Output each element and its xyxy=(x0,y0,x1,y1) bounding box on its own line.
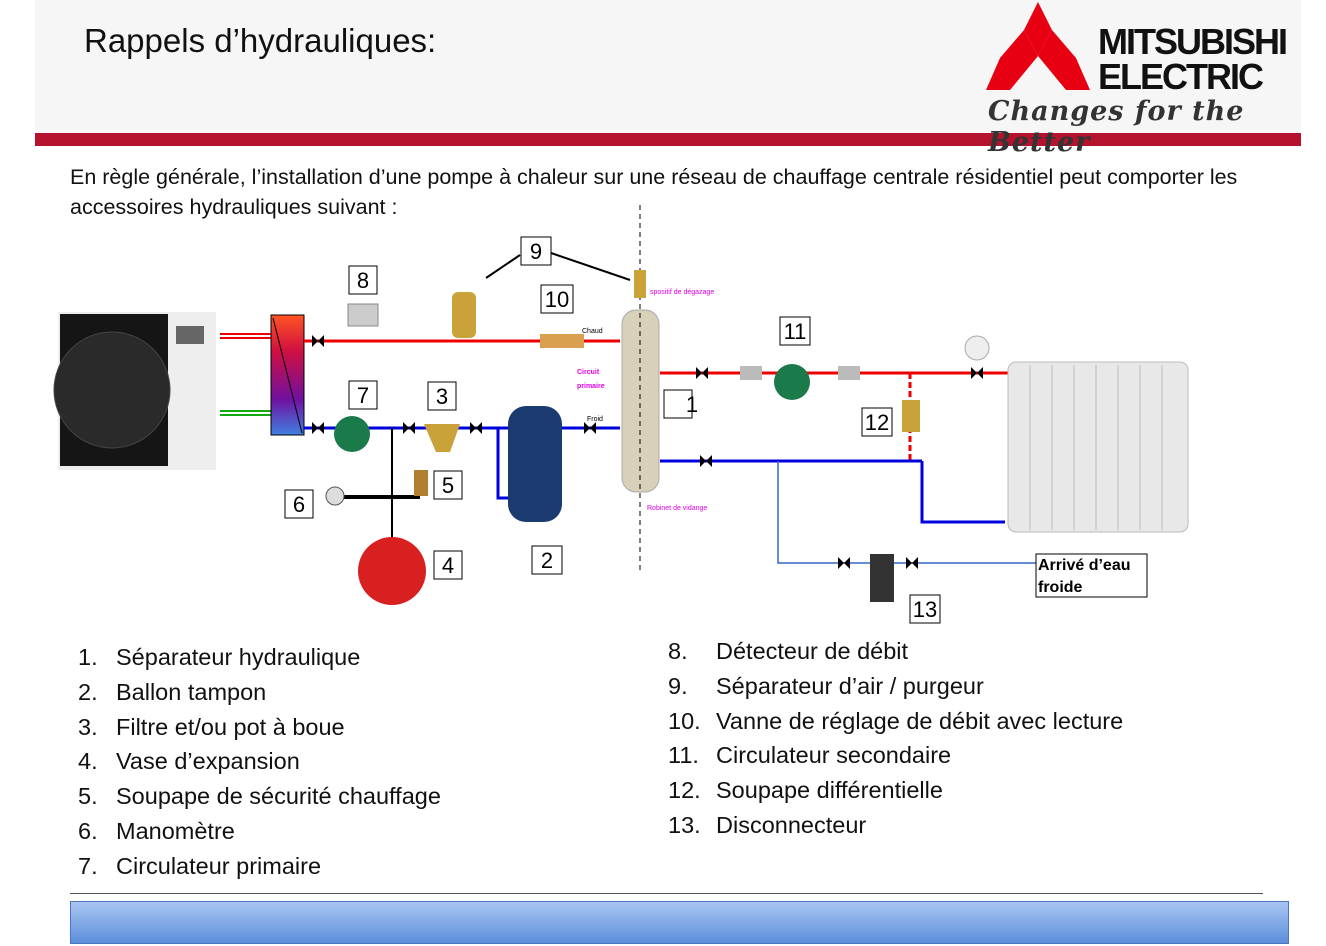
air-separator-icon xyxy=(452,292,476,338)
svg-text:Arrivé d’eau: Arrivé d’eau xyxy=(1038,557,1130,574)
svg-text:2: 2 xyxy=(541,548,553,573)
flow-valve-icon xyxy=(540,334,584,348)
manometer-icon xyxy=(325,486,345,506)
svg-text:Circuit: Circuit xyxy=(577,369,600,376)
list-item: 11.Circulateur secondaire xyxy=(668,742,952,769)
list-item: 3.Filtre et/ou pot à boue xyxy=(78,713,345,740)
secondary-circulator-icon xyxy=(774,364,810,400)
header-divider xyxy=(35,133,1301,146)
svg-text:6: 6 xyxy=(293,492,305,517)
svg-text:5: 5 xyxy=(442,473,454,498)
svg-text:3: 3 xyxy=(436,384,448,409)
svg-text:10: 10 xyxy=(545,287,569,312)
safety-valve-icon xyxy=(414,470,428,496)
svg-text:4: 4 xyxy=(442,553,454,578)
thermostatic-head-icon xyxy=(964,335,990,361)
list-item: 6.Manomètre xyxy=(78,817,235,844)
legend-left: 1.Séparateur hydraulique 2.Ballon tampon… xyxy=(78,644,441,888)
list-item: 12.Soupape différentielle xyxy=(668,777,943,804)
list-item: 10.Vanne de réglage de débit avec lectur… xyxy=(668,707,1124,734)
svg-text:1: 1 xyxy=(686,392,698,417)
svg-text:8: 8 xyxy=(357,268,369,293)
list-item: 2.Ballon tampon xyxy=(78,678,267,705)
svg-text:spositif de dégazage: spositif de dégazage xyxy=(650,289,714,296)
list-item: 7.Circulateur primaire xyxy=(78,852,322,879)
heat-pump-unit-icon xyxy=(53,312,216,470)
flow-detector-icon xyxy=(347,303,379,327)
page-title: Rappels d’hydrauliques: xyxy=(84,22,437,59)
disconnector-icon xyxy=(870,554,894,602)
footer-divider xyxy=(70,893,1263,894)
buffer-tank-icon xyxy=(508,406,562,522)
list-item: 8.Détecteur de débit xyxy=(668,638,909,664)
svg-text:7: 7 xyxy=(357,383,369,408)
filter-icon xyxy=(424,424,460,452)
footer-bar xyxy=(70,901,1289,944)
valve-icons xyxy=(312,335,983,569)
list-item: 5.Soupape de sécurité chauffage xyxy=(78,783,441,810)
svg-text:Robinet de vidange: Robinet de vidange xyxy=(647,505,707,512)
list-item: 1.Séparateur hydraulique xyxy=(78,644,361,670)
list-item: 9.Séparateur d’air / purgeur xyxy=(668,672,984,699)
svg-text:Froid: Froid xyxy=(587,416,603,423)
header-background xyxy=(35,0,1301,133)
mitsubishi-logo-icon xyxy=(986,2,1090,90)
primary-circulator-icon xyxy=(334,416,370,452)
list-item: 4.Vase d’expansion xyxy=(78,748,300,775)
svg-text:9: 9 xyxy=(530,239,542,264)
intro-text: En règle générale, l’installation d’une … xyxy=(70,165,1238,219)
list-item: 13.Disconnecteur xyxy=(668,811,867,838)
svg-text:Chaud: Chaud xyxy=(582,328,603,335)
svg-text:12: 12 xyxy=(865,410,889,435)
legend-right: 8.Détecteur de débit 9.Séparateur d’air … xyxy=(668,638,1123,847)
svg-text:froide: froide xyxy=(1038,579,1083,596)
expansion-vessel-icon xyxy=(358,537,426,605)
svg-text:primaire: primaire xyxy=(577,383,605,390)
svg-text:11: 11 xyxy=(784,319,807,344)
radiator-icon xyxy=(1007,361,1189,533)
differential-valve-icon xyxy=(902,400,920,432)
svg-text:13: 13 xyxy=(913,597,937,622)
hydraulic-separator-icon xyxy=(621,309,660,493)
logo-tagline: Changes for the Better xyxy=(988,96,1245,158)
